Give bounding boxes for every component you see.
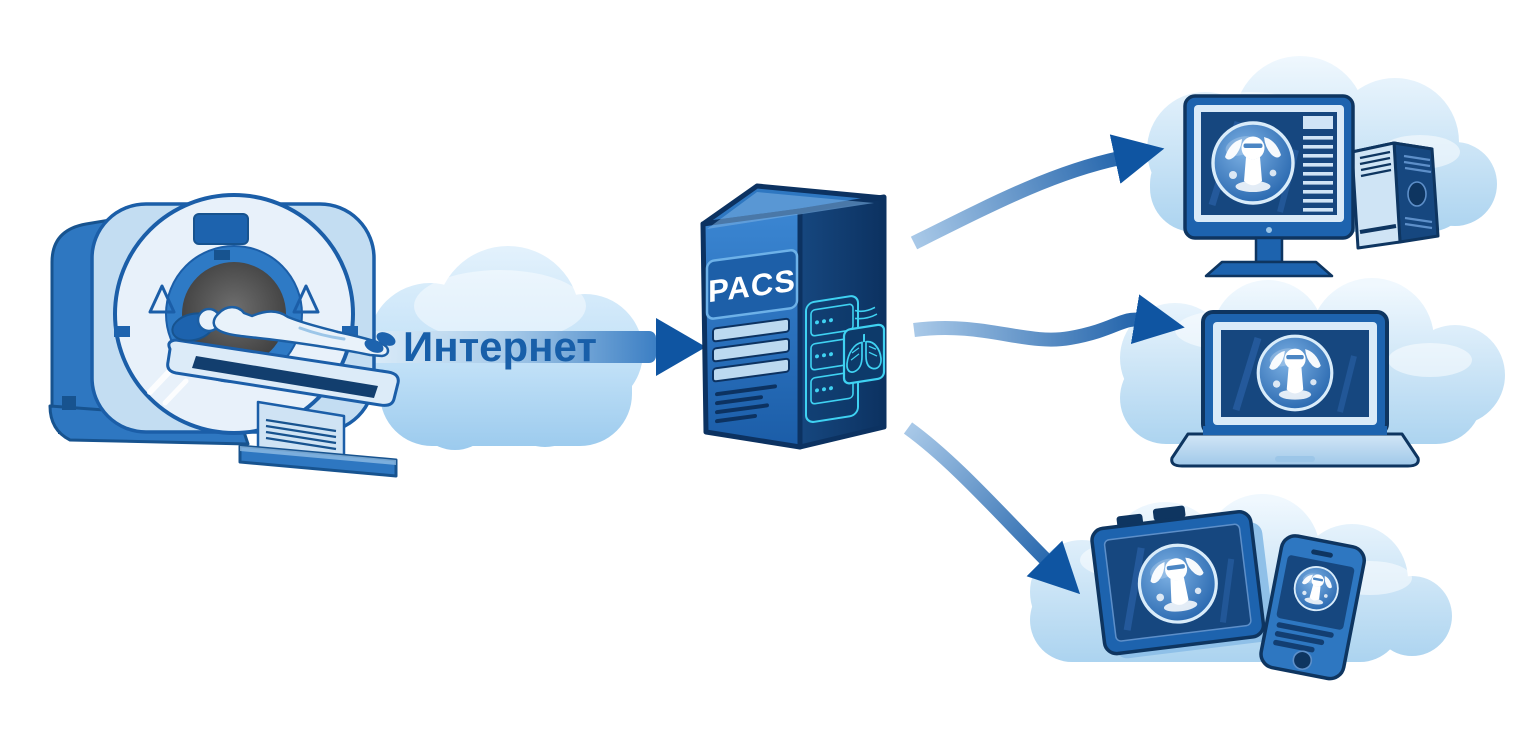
- pacs-output-arrows: [903, 134, 1185, 595]
- server-slot: [712, 337, 790, 363]
- pacs-server: PACS: [700, 183, 887, 450]
- ct-control-box: [193, 213, 249, 245]
- phone-speaker: [1311, 549, 1333, 558]
- arrow-to-mobile: [903, 422, 1081, 595]
- patient-foot: [364, 339, 384, 353]
- ct-to-pacs-arrow: [346, 318, 706, 376]
- laptop-trackpad-notch: [1275, 456, 1315, 462]
- lungs-xray-icon: [842, 323, 886, 385]
- ct-marker-triangle-left: [148, 284, 176, 314]
- laptop-base: [1170, 432, 1420, 468]
- monitor-base: [1204, 260, 1334, 278]
- internet-label: Интернет: [403, 323, 597, 370]
- monitor-stand: [1254, 236, 1284, 264]
- patient-body: [212, 305, 390, 358]
- ct-scanner-illustration: [48, 193, 400, 478]
- arrow-to-workstation: [910, 134, 1165, 250]
- power-button-icon: [1407, 181, 1427, 207]
- pacs-badge: [705, 249, 799, 320]
- phone-home-button: [1292, 650, 1313, 671]
- desktop-monitor-icon: [1183, 94, 1355, 278]
- screen-report-panel: [1303, 116, 1333, 129]
- smartphone-icon: [1259, 534, 1366, 681]
- tablet-icon: [1090, 505, 1275, 659]
- server-slot: [712, 357, 790, 383]
- ct-marker-triangle-right: [292, 284, 320, 314]
- arrow-to-laptop: [913, 294, 1185, 347]
- cloud-highlight: [414, 270, 586, 342]
- patient-foot: [376, 332, 396, 346]
- laptop-icon: [1170, 310, 1420, 468]
- pc-tower-icon: [1350, 141, 1440, 250]
- arrowhead-icon: [656, 318, 706, 376]
- server-slot: [712, 317, 790, 343]
